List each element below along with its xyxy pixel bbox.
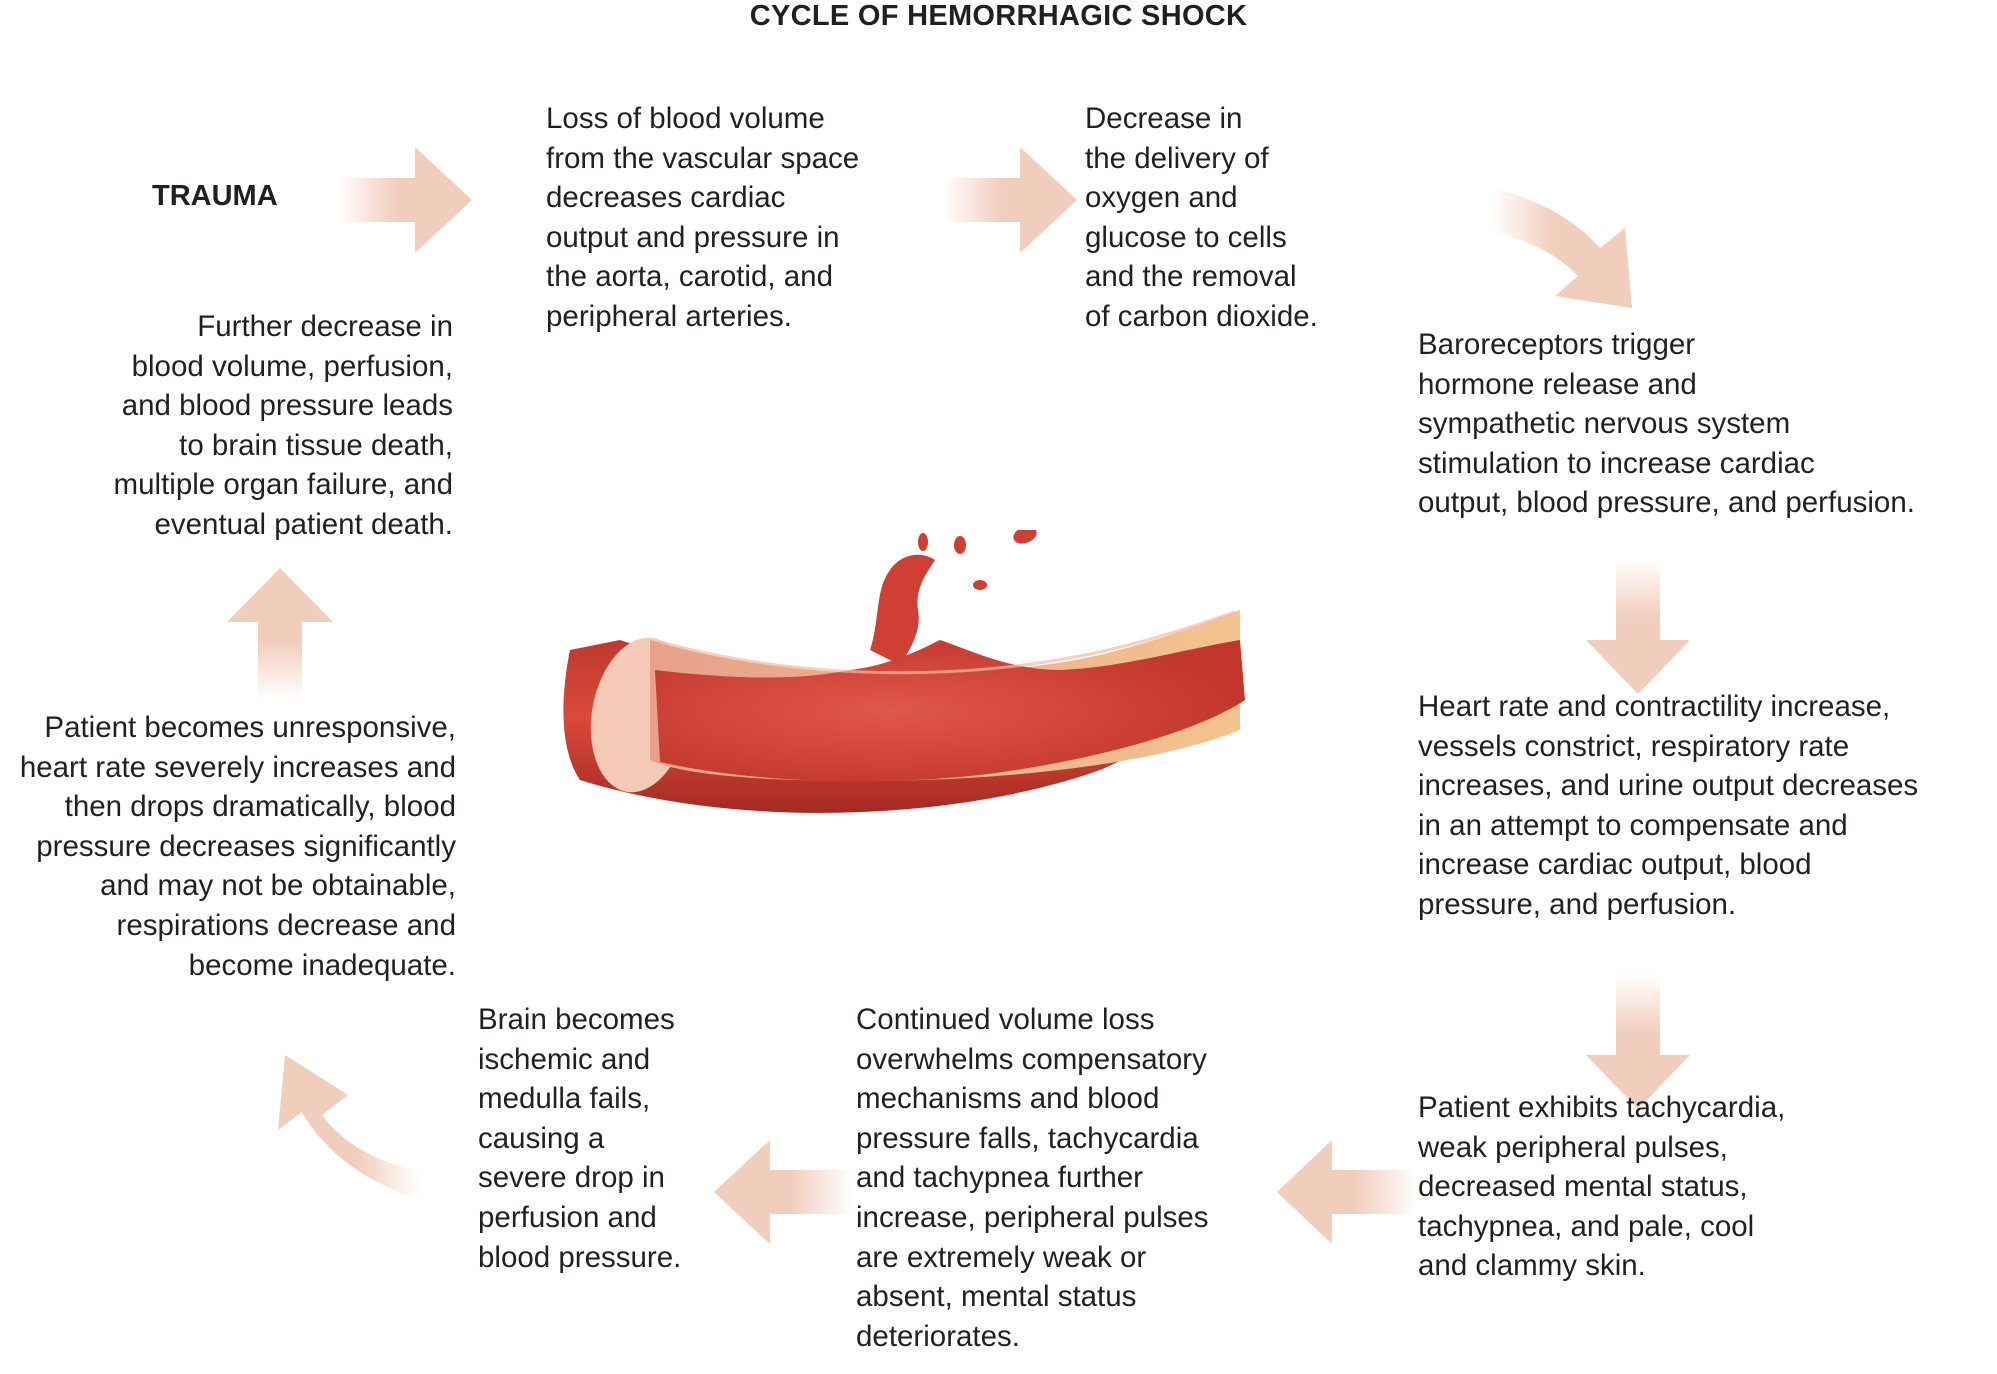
arrow-left-1 <box>1277 1140 1418 1244</box>
blood-pool <box>655 640 1245 782</box>
blood-splash <box>870 554 935 665</box>
step-compensation: Heart rate and contractility increase, v… <box>1418 690 1919 921</box>
trauma-label: TRAUMA <box>152 180 278 212</box>
arrow-left-2 <box>714 1140 852 1244</box>
vessel-highlight <box>659 610 1236 675</box>
arrow-curve-top-right <box>1492 188 1632 308</box>
step-oxygen-delivery-decrease: Decrease in the delivery of oxygen and g… <box>1085 102 1318 333</box>
step-patient-signs: Patient exhibits tachycardia, weak perip… <box>1418 1091 1786 1283</box>
arrow-right-2 <box>942 147 1077 253</box>
blood-droplet <box>973 580 987 590</box>
blood-vessel-illustration <box>563 530 1245 813</box>
step-decompensation: Continued volume loss overwhelms compens… <box>856 1003 1209 1353</box>
blood-droplet <box>918 533 928 551</box>
step-brain-ischemia: Brain becomes ischemic and medulla fails… <box>478 1003 682 1274</box>
diagram-title: CYCLE OF HEMORRHAGIC SHOCK <box>749 0 1248 32</box>
arrow-up-1 <box>227 568 333 700</box>
arrow-right-1 <box>338 147 472 253</box>
arrow-down-2 <box>1586 973 1690 1109</box>
blood-droplet <box>954 536 966 554</box>
step-blood-volume-loss: Loss of blood volume from the vascular s… <box>546 102 860 333</box>
step-unresponsive: Patient becomes unresponsive, heart rate… <box>19 711 456 982</box>
blood-droplet <box>1013 530 1037 544</box>
arrow-curve-bottom-left <box>278 1055 420 1200</box>
step-death: Further decrease in blood volume, perfus… <box>113 310 453 541</box>
step-baroreceptors: Baroreceptors trigger hormone release an… <box>1418 328 1915 520</box>
arrow-down-1 <box>1586 558 1690 694</box>
